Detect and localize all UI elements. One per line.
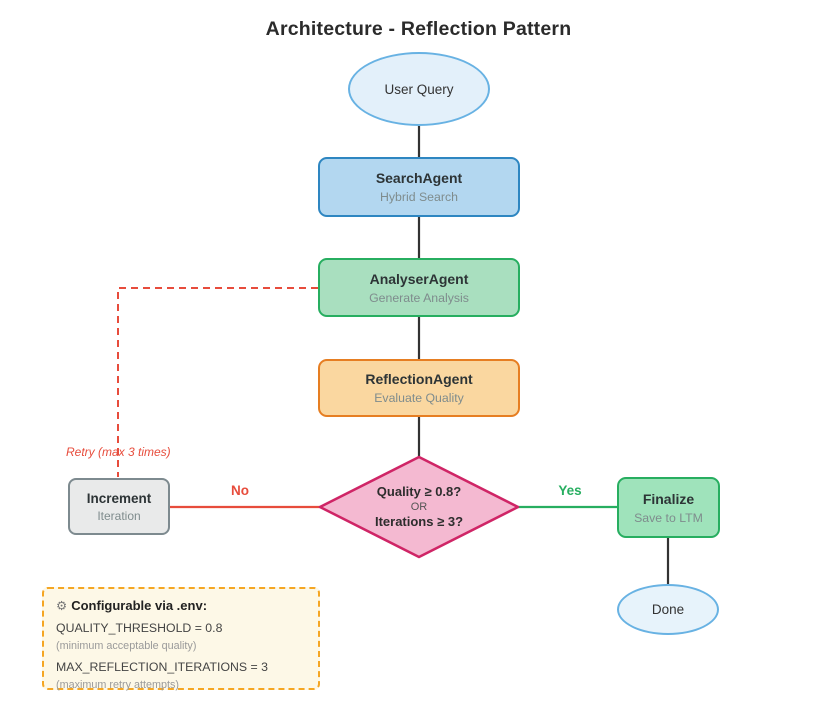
node-reflection-agent: ReflectionAgent Evaluate Quality (318, 359, 520, 417)
node-search-agent: SearchAgent Hybrid Search (318, 157, 520, 217)
node-done: Done (617, 584, 719, 635)
decision-or: OR (410, 500, 428, 513)
search-agent-subtitle: Hybrid Search (380, 190, 458, 204)
diagram-title: Architecture - Reflection Pattern (265, 18, 572, 40)
note-hint: (minimum acceptable quality) (56, 640, 197, 652)
decision-condition-quality: Quality ≥ 0.8? (376, 483, 462, 499)
note-item: QUALITY_THRESHOLD = 0.8 (56, 621, 223, 635)
node-user-query: User Query (348, 52, 490, 126)
reflection-agent-subtitle: Evaluate Quality (374, 391, 464, 405)
note-heading-row: ⚙Configurable via .env: (56, 598, 306, 613)
decision-diamond-shape (318, 455, 520, 559)
increment-subtitle: Iteration (97, 508, 141, 523)
note-heading: Configurable via .env: (71, 598, 208, 613)
edge-label-no: No (231, 483, 249, 498)
search-agent-title: SearchAgent (375, 170, 463, 186)
node-increment: Increment Iteration (68, 478, 170, 535)
node-analyser-agent: AnalyserAgent Generate Analysis (318, 258, 520, 317)
edge-retry-loop-dashed (117, 287, 318, 477)
analyser-agent-subtitle: Generate Analysis (369, 290, 469, 305)
note-hint: (maximum retry attempts) (56, 679, 179, 691)
note-item: MAX_REFLECTION_ITERATIONS = 3 (56, 660, 268, 674)
done-label: Done (651, 602, 685, 617)
edge-label-yes: Yes (558, 483, 582, 498)
config-note: ⚙Configurable via .env: QUALITY_THRESHOL… (42, 587, 320, 691)
increment-title: Increment (86, 490, 152, 506)
edge-label-retry: Retry (max 3 times) (66, 445, 171, 459)
user-query-label: User Query (384, 81, 454, 97)
reflection-agent-title: ReflectionAgent (365, 371, 473, 387)
finalize-subtitle: Save to LTM (634, 510, 703, 525)
node-finalize: Finalize Save to LTM (617, 477, 720, 538)
decision-condition-iterations: Iterations ≥ 3? (374, 514, 464, 530)
gear-icon: ⚙ (56, 599, 68, 613)
analyser-agent-title: AnalyserAgent (369, 270, 469, 287)
decision-node: Quality ≥ 0.8? OR Iterations ≥ 3? (334, 473, 504, 541)
finalize-title: Finalize (642, 490, 695, 507)
